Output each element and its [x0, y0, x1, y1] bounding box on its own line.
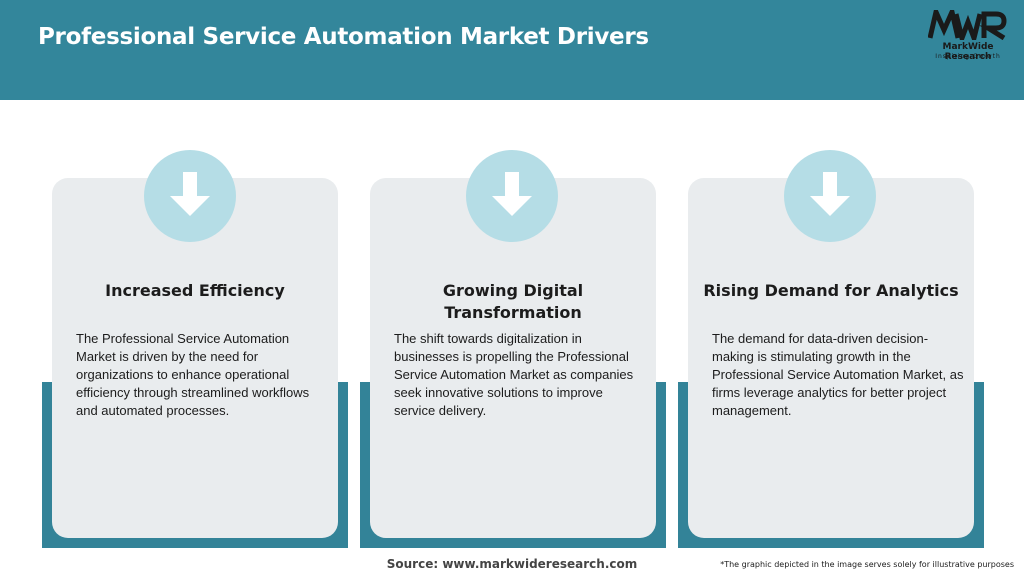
header-banner: Professional Service Automation Market D…: [0, 0, 1024, 100]
card-title: Rising Demand for Analytics: [703, 281, 959, 300]
disclaimer-note: *The graphic depicted in the image serve…: [720, 560, 1014, 569]
logo-tagline: Inspiring Growth: [935, 53, 1001, 60]
brand-logo: MarkWide Research Inspiring Growth: [920, 10, 1016, 62]
logo-name: MarkWide Research: [942, 42, 994, 62]
driver-card-3: Rising Demand for Analytics The demand f…: [678, 150, 984, 548]
page-title: Professional Service Automation Market D…: [38, 24, 649, 50]
card-title: Increased Efficiency: [105, 281, 285, 300]
mwr-logo-mark-icon: [928, 10, 1007, 40]
card-description: The demand for data-driven decision-maki…: [712, 331, 964, 418]
driver-card-1: Increased Efficiency The Professional Se…: [42, 150, 348, 548]
card-description: The Professional Service Automation Mark…: [76, 331, 310, 418]
card-description: The shift towards digitalization in busi…: [394, 331, 634, 418]
driver-card-2: Growing Digital Transformation The shift…: [360, 150, 666, 548]
arrow-down-icon: [784, 150, 876, 242]
card-panel: Increased Efficiency The Professional Se…: [52, 178, 338, 538]
arrow-down-icon: [144, 150, 236, 242]
card-panel: Growing Digital Transformation The shift…: [370, 178, 656, 538]
card-panel: Rising Demand for Analytics The demand f…: [688, 178, 974, 538]
arrow-down-icon: [466, 150, 558, 242]
card-title: Growing Digital Transformation: [442, 281, 584, 322]
source-credit: Source: www.markwideresearch.com: [386, 557, 638, 571]
